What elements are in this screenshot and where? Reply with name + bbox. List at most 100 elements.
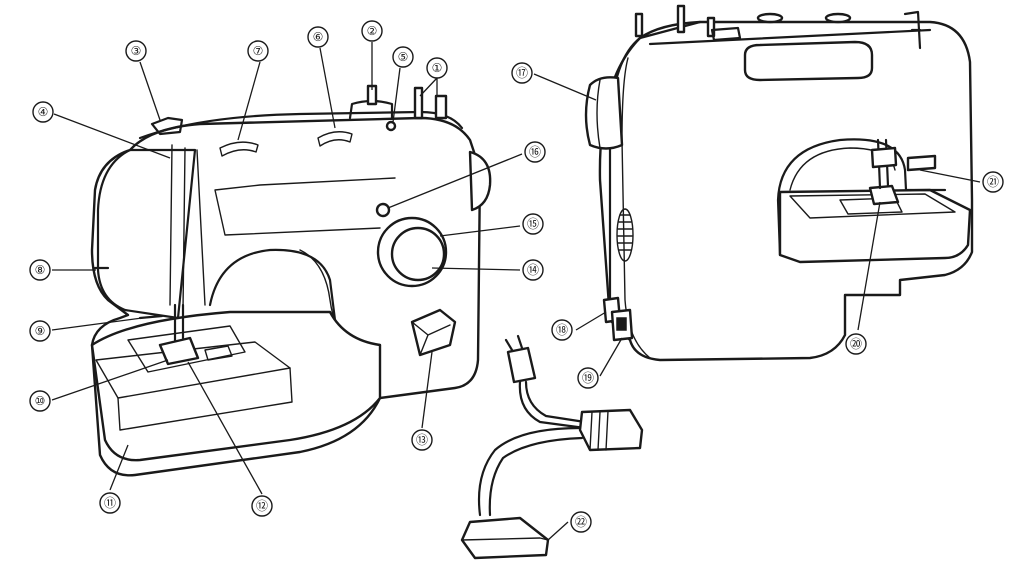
power-cord-2 [524, 380, 587, 424]
foot-connector-ridges [589, 410, 609, 451]
leader-12 [187, 361, 263, 495]
front-face-inner [169, 144, 206, 311]
spool-pin [413, 86, 424, 120]
rear-bed [778, 188, 972, 264]
leader-1 [419, 77, 438, 97]
callout-label-18: ⑱ [556, 323, 568, 337]
callout-label-21: ㉑ [987, 175, 999, 189]
leader-6 [319, 47, 336, 129]
bobbin-winder-stopper [385, 120, 397, 132]
rear-top-dial-2 [824, 12, 852, 24]
callout-label-2: ② [367, 24, 378, 38]
front-panel-line [214, 177, 396, 236]
callout-label-7: ⑦ [253, 44, 264, 58]
rear-handwheel [584, 76, 624, 150]
rear-spool-pin-1 [634, 12, 644, 38]
callout-label-11: ⑪ [104, 496, 116, 510]
callout-4: ④ [32, 101, 54, 123]
stitch-dial-6 [317, 131, 353, 147]
leader-17 [533, 73, 597, 101]
callout-15: ⑮ [522, 213, 544, 235]
callout-label-10: ⑩ [35, 394, 46, 408]
leader-11 [109, 444, 129, 491]
leader-4 [53, 113, 171, 159]
rear-lever [906, 154, 937, 172]
front-bed-lines [117, 367, 293, 431]
rear-top-edge [638, 20, 932, 46]
power-socket-hole [616, 317, 627, 331]
presser-foot-lever [138, 314, 164, 320]
leader-22 [547, 521, 569, 541]
callout-6: ⑥ [307, 26, 329, 48]
pattern-dial-inner [390, 226, 446, 282]
leader-7 [237, 61, 261, 141]
leader-5 [392, 67, 401, 123]
callout-22: ㉒ [570, 511, 592, 533]
leader-14 [431, 267, 521, 271]
leader-3 [139, 61, 161, 121]
handwheel-side [468, 150, 492, 212]
leader-21 [919, 169, 981, 183]
callout-3: ③ [125, 40, 147, 62]
leader-13 [421, 351, 433, 429]
callout-20: ⑳ [845, 333, 867, 355]
callout-12: ⑫ [251, 495, 273, 517]
leader-10 [51, 359, 169, 401]
rear-spool-pin-3 [706, 16, 716, 38]
callout-label-5: ⑤ [398, 50, 409, 64]
rear-top-dial-1 [756, 12, 784, 24]
callout-label-14: ⑭ [527, 263, 539, 277]
callout-14: ⑭ [522, 259, 544, 281]
callout-8: ⑧ [29, 259, 51, 281]
callout-13: ⑬ [411, 429, 433, 451]
foot-cord [477, 426, 582, 517]
callout-label-17: ⑰ [516, 66, 528, 80]
thread-guide [150, 116, 184, 136]
power-plug-prongs [504, 334, 524, 352]
stitch-length-knob [375, 202, 391, 218]
callout-label-19: ⑲ [582, 371, 594, 385]
rear-thread-guide [903, 10, 922, 50]
callout-label-4: ④ [38, 105, 49, 119]
callout-label-15: ⑮ [527, 217, 539, 231]
callout-9: ⑨ [29, 320, 51, 342]
power-cord [518, 380, 587, 430]
callout-11: ⑪ [99, 492, 121, 514]
foot-controller [460, 334, 644, 560]
front-view-machine [90, 84, 492, 477]
callout-10: ⑩ [29, 390, 51, 412]
rear-needle-clamp [870, 146, 898, 169]
callout-label-6: ⑥ [313, 30, 324, 44]
rear-thread-tab [710, 26, 742, 42]
foot-pedal-top [461, 521, 549, 559]
leader-15 [439, 225, 521, 237]
callout-label-9: ⑨ [35, 324, 46, 338]
callout-17: ⑰ [511, 62, 533, 84]
callout-label-12: ⑫ [256, 499, 268, 513]
feed-dog [204, 345, 233, 361]
foot-cord-2 [488, 436, 584, 517]
spool-pin-2 [434, 94, 448, 120]
leader-9 [51, 317, 143, 331]
leader-19 [599, 337, 623, 377]
needle-plate [127, 325, 246, 373]
callout-2: ② [361, 20, 383, 42]
callout-label-8: ⑧ [35, 263, 46, 277]
callout-label-1: ① [432, 61, 443, 75]
stitch-dial-7 [219, 141, 259, 157]
callout-16: ⑯ [524, 141, 546, 163]
callout-label-22: ㉒ [575, 515, 587, 529]
carrying-handle [743, 40, 874, 82]
front-top-surface [138, 110, 464, 140]
callout-7: ⑦ [247, 40, 269, 62]
rear-arm-opening [776, 138, 947, 257]
rear-spool-pin-2 [676, 4, 686, 34]
callout-label-20: ⑳ [850, 337, 862, 351]
presser-foot [158, 336, 200, 366]
foot-connector [578, 408, 644, 452]
callout-18: ⑱ [551, 319, 573, 341]
front-face-cover [96, 148, 197, 320]
callouts: ① ② ③ ④ ⑤ ⑥ ⑦ ⑧ ⑨ ⑩ ⑪ ⑫ [29, 20, 1004, 533]
